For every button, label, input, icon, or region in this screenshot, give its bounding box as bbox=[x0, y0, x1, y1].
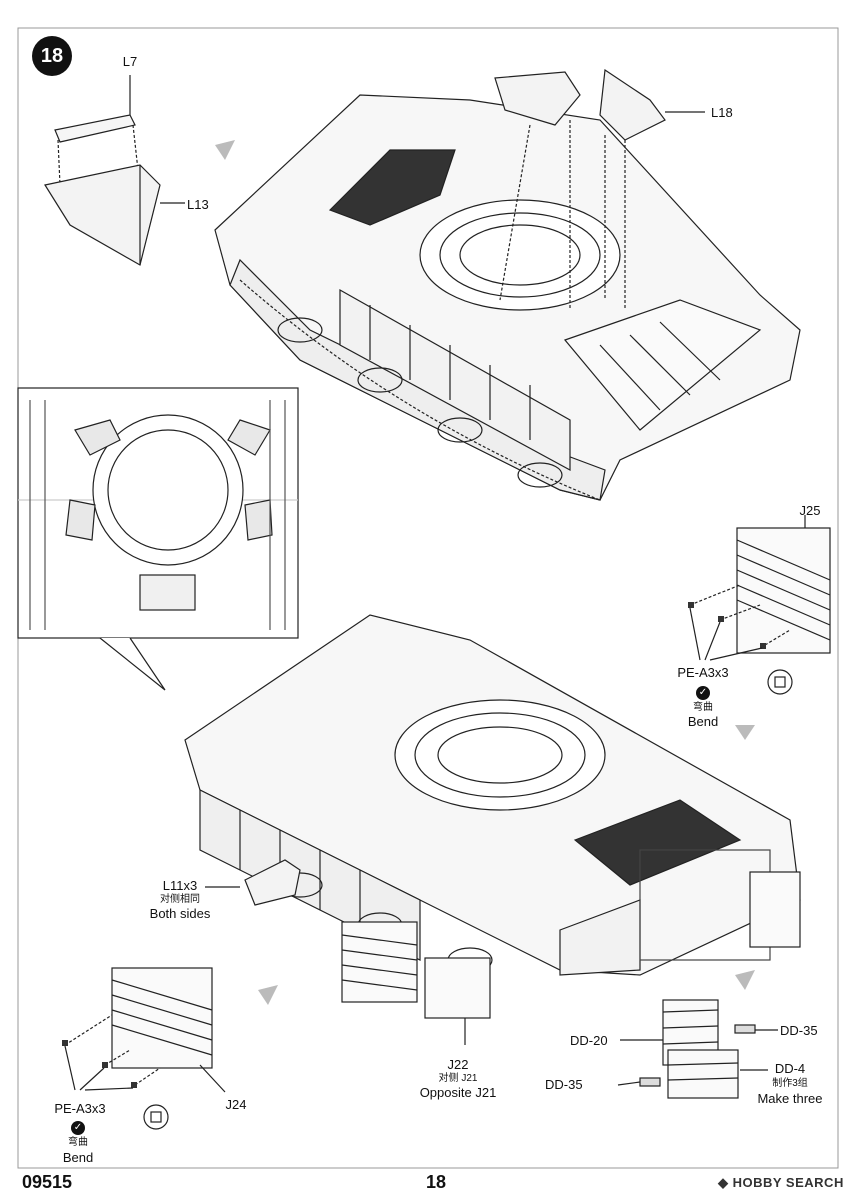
page-number: 18 bbox=[426, 1172, 447, 1192]
label-pe-left: PE-A3x3 bbox=[54, 1101, 106, 1116]
label-dd35-top: DD-35 bbox=[780, 1023, 818, 1038]
slat-armor-j24-drawing bbox=[64, 967, 226, 1093]
slat-armor-j25-drawing bbox=[689, 515, 831, 654]
bend-icon-left: ✓ bbox=[71, 1118, 85, 1135]
upper-hull-drawing bbox=[214, 94, 801, 501]
watermark-logo-icon: ◆ bbox=[718, 1175, 733, 1190]
product-code: 09515 bbox=[22, 1172, 73, 1192]
lower-hull-drawing bbox=[184, 614, 801, 976]
part-l7-drawing bbox=[54, 75, 139, 186]
label-l13: L13 bbox=[187, 197, 209, 212]
label-dd4-cn: 制作3组 bbox=[772, 1078, 808, 1089]
label-bend-right: Bend bbox=[687, 714, 719, 729]
label-j25: J25 bbox=[799, 503, 821, 518]
label-l18: L18 bbox=[711, 105, 733, 120]
label-dd4-en: Make three bbox=[757, 1091, 823, 1106]
label-dd4: DD-4 bbox=[774, 1061, 806, 1076]
slat-armor-dd-drawing bbox=[617, 871, 801, 1099]
slat-armor-j22-drawing bbox=[341, 921, 491, 1045]
label-dd20: DD-20 bbox=[570, 1033, 608, 1048]
label-l11-cn: 对侧相同 bbox=[160, 894, 200, 905]
part-l11-drawing bbox=[205, 859, 301, 906]
part-l13-drawing bbox=[44, 164, 185, 266]
label-j22: J22 bbox=[447, 1057, 469, 1072]
bend-icon-right: ✓ bbox=[696, 683, 710, 700]
part-l18-drawing bbox=[494, 68, 705, 310]
label-l11-en: Both sides bbox=[149, 906, 211, 921]
step-number-badge: 18 bbox=[32, 36, 72, 76]
label-bend-left: Bend bbox=[62, 1150, 94, 1165]
label-j22-en: Opposite J21 bbox=[419, 1085, 497, 1100]
label-l11: L11x3 bbox=[162, 878, 198, 893]
label-pe-right: PE-A3x3 bbox=[677, 665, 729, 680]
watermark: ◆ HOBBY SEARCH bbox=[718, 1175, 844, 1190]
label-l7: L7 bbox=[122, 54, 138, 69]
label-bend-cn-left: 弯曲 bbox=[68, 1137, 88, 1148]
label-bend-cn-right: 弯曲 bbox=[693, 702, 713, 713]
label-j24: J24 bbox=[225, 1097, 247, 1112]
label-dd35-bottom: DD-35 bbox=[545, 1077, 583, 1092]
label-j22-cn: 对侧 J21 bbox=[438, 1073, 478, 1084]
inset-detail-drawing bbox=[17, 387, 299, 691]
